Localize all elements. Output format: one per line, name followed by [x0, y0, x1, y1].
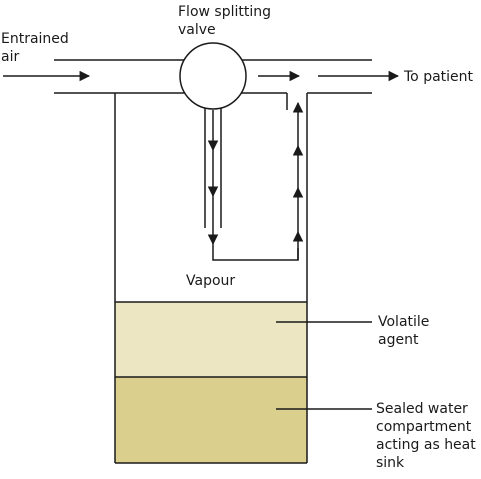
water-label-line3: acting as heat [376, 437, 476, 453]
valve-label-line2: valve [178, 22, 216, 38]
water-label-line4: sink [376, 455, 405, 471]
vapour-label: Vapour [186, 273, 236, 289]
entrained-air-label-line2: air [1, 49, 20, 65]
volatile-agent-label-line2: agent [378, 332, 419, 348]
water-compartment-layer [115, 377, 307, 463]
volatile-agent-layer [115, 302, 307, 377]
vapour-path-connector [212, 244, 299, 261]
water-label-line2: compartment [376, 419, 472, 435]
entrained-air-label-line1: Entrained [1, 31, 69, 47]
flow-splitting-valve [179, 42, 247, 110]
to-patient-label: To patient [404, 69, 474, 85]
volatile-agent-label-line1: Volatile [378, 314, 430, 330]
water-label-line1: Sealed water [376, 401, 468, 417]
valve-label-line1: Flow splitting [178, 4, 271, 20]
